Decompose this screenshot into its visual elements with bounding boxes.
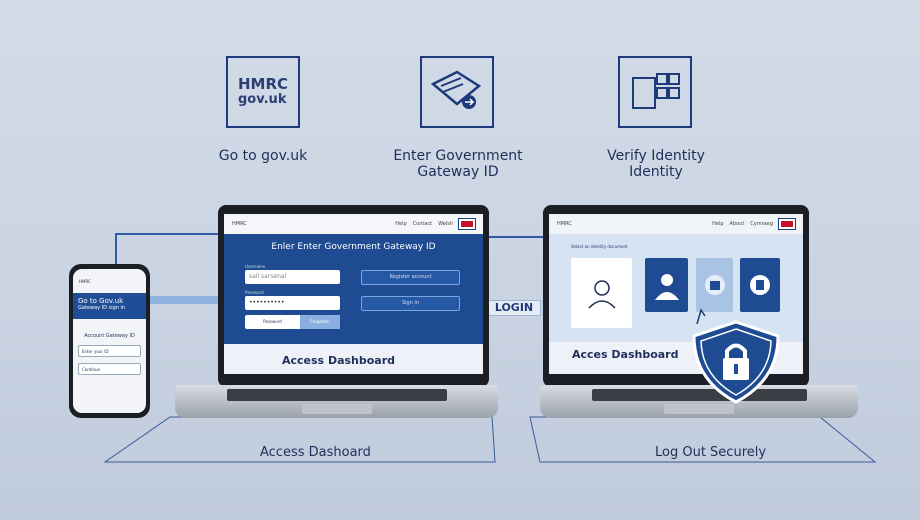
- connector-band: [148, 296, 223, 304]
- nav-link[interactable]: Welsh: [438, 221, 453, 227]
- hmrc-logo-box: HMRC gov.uk: [226, 56, 300, 128]
- identity-section-title: Select an identity document: [571, 244, 628, 249]
- keyboard: [226, 389, 447, 401]
- document-icon: [750, 275, 770, 295]
- phone-header: HMRC: [79, 279, 91, 284]
- nav-link[interactable]: Help: [395, 221, 407, 227]
- access-dashboard-heading: Acces Dashboard: [572, 348, 679, 361]
- nav-link[interactable]: About: [729, 221, 745, 227]
- person-icon: [654, 274, 679, 300]
- security-shield-lock-icon: [692, 320, 780, 404]
- username-label: Username: [245, 264, 266, 269]
- nav-link[interactable]: Help: [712, 221, 724, 227]
- username-field[interactable]: sall sarsenal: [245, 270, 340, 284]
- arrow-icon: [696, 308, 706, 325]
- login-heading: Enler Enter Government Gateway ID: [271, 242, 436, 252]
- nav-link[interactable]: Contact: [412, 221, 433, 227]
- connector-line: [115, 233, 220, 235]
- uk-flag-icon: [778, 218, 796, 230]
- identity-verification-icon: [618, 56, 692, 128]
- trackpad: [664, 404, 734, 414]
- password-button[interactable]: Password: [245, 315, 300, 329]
- badge-icon: [704, 275, 725, 295]
- phone-id-field[interactable]: Enter your ID: [78, 345, 141, 357]
- connector-line: [488, 236, 544, 238]
- step-label-go-to-gov: Go to gov.uk: [218, 148, 308, 164]
- trackpad: [301, 404, 372, 414]
- password-field[interactable]: ••••••••••: [245, 296, 340, 310]
- access-dashboard-heading: Access Dashboard: [282, 354, 396, 367]
- bottom-label-log-out: Log Out Securely: [655, 445, 767, 460]
- id-option-passport[interactable]: [571, 258, 632, 328]
- bottom-label-access-dashboard: Access Dashoard: [260, 445, 371, 460]
- id-option-document[interactable]: [740, 258, 780, 312]
- connector-line: [115, 233, 117, 265]
- phone-section-title: Account Gateway ID: [84, 333, 135, 339]
- sign-in-button[interactable]: Sign in: [361, 296, 460, 311]
- id-option-face[interactable]: [645, 258, 688, 312]
- forgotten-button[interactable]: Forgotten: [300, 315, 340, 329]
- person-icon: [587, 280, 616, 309]
- logo-text: HMRC: [237, 75, 289, 93]
- id-option-license[interactable]: [696, 258, 733, 312]
- password-label: Password: [245, 290, 264, 295]
- nav-link[interactable]: Cymraeg: [750, 221, 773, 227]
- logo-text: gov.uk: [237, 92, 287, 107]
- document-icon: [420, 56, 494, 128]
- laptop1-base: [175, 385, 498, 418]
- uk-flag-icon: [458, 218, 476, 230]
- login-label: LOGIN: [487, 300, 541, 316]
- login-panel: Enler Enter Government Gateway ID Userna…: [224, 234, 483, 344]
- phone-continue-button[interactable]: Continue: [78, 363, 141, 375]
- register-button[interactable]: Register account: [361, 270, 460, 285]
